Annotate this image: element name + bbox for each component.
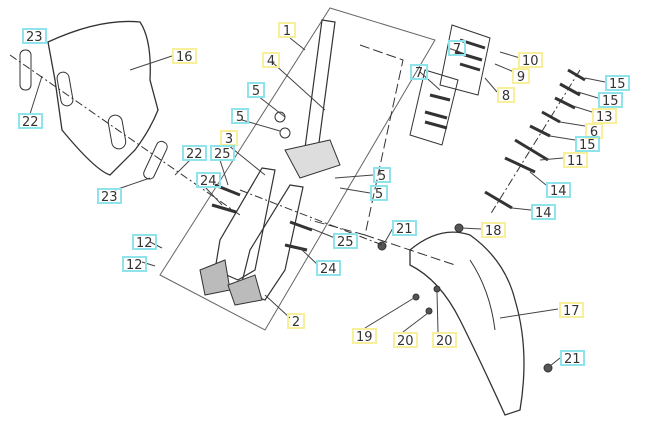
callout-17: 17: [559, 302, 584, 319]
callout-12: 12: [132, 234, 157, 251]
callout-5: 5: [370, 185, 388, 202]
callout-23: 23: [22, 28, 47, 45]
callout-13: 13: [592, 108, 617, 125]
callout-9: 9: [512, 68, 530, 85]
callout-19: 19: [352, 328, 377, 345]
callout-5: 5: [373, 167, 391, 184]
callout-21: 21: [560, 350, 585, 367]
callout-6: 6: [585, 123, 603, 140]
callout-14: 14: [546, 182, 571, 199]
callout-7: 7: [410, 64, 428, 81]
callout-14: 14: [531, 204, 556, 221]
callout-1: 1: [278, 22, 296, 39]
callout-2: 2: [287, 313, 305, 330]
callout-12: 12: [122, 256, 147, 273]
callout-4: 4: [262, 52, 280, 69]
callout-10: 10: [518, 52, 543, 69]
callout-5: 5: [247, 82, 265, 99]
callout-15: 15: [598, 92, 623, 109]
callout-5: 5: [231, 108, 249, 125]
callout-25: 25: [333, 233, 358, 250]
callout-7: 7: [448, 40, 466, 57]
front-fender-part: [409, 231, 525, 416]
callout-25: 25: [210, 145, 235, 162]
callout-16: 16: [172, 48, 197, 65]
fork-leg-right: [239, 184, 304, 301]
callout-20: 20: [393, 332, 418, 349]
callout-8: 8: [497, 87, 515, 104]
callout-18: 18: [481, 222, 506, 239]
windshield-part: [47, 20, 159, 176]
callout-22: 22: [182, 145, 207, 162]
callout-15: 15: [575, 136, 600, 153]
fork-leg-left: [214, 167, 276, 281]
callout-21: 21: [392, 220, 417, 237]
bracket-23-part: [19, 49, 32, 91]
windshield-slot: [56, 71, 74, 107]
callout-24: 24: [316, 260, 341, 277]
callout-15: 15: [605, 75, 630, 92]
callout-11: 11: [563, 152, 588, 169]
callout-23: 23: [97, 188, 122, 205]
callout-20: 20: [432, 332, 457, 349]
callout-22: 22: [18, 113, 43, 130]
callout-24: 24: [196, 172, 221, 189]
callout-3: 3: [220, 130, 238, 147]
